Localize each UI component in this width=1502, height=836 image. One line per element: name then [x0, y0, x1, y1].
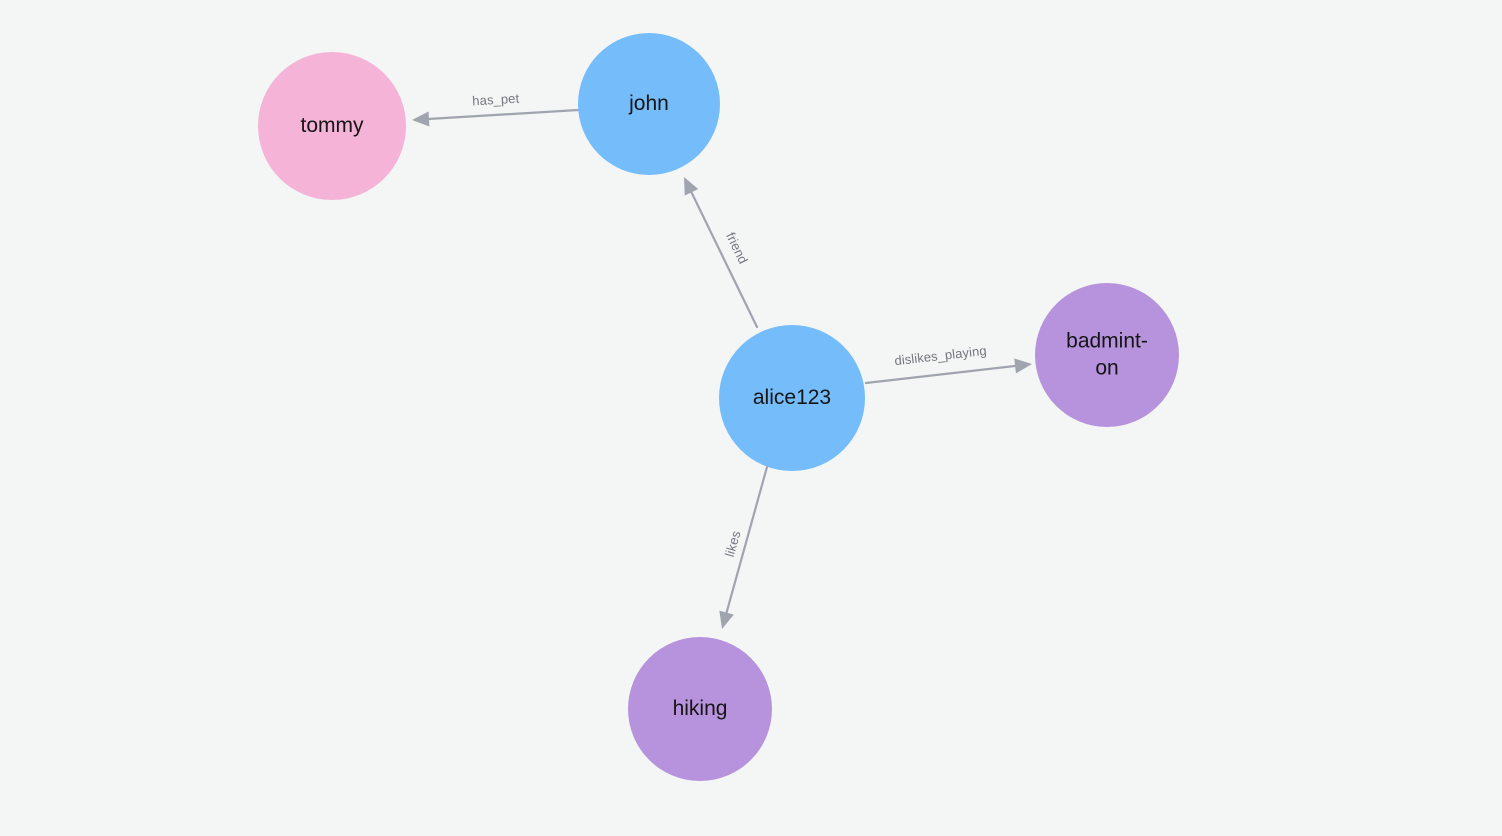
edge-line	[724, 465, 769, 619]
node-circle[interactable]	[578, 33, 720, 175]
edge-label: friend	[723, 230, 751, 266]
node-circle[interactable]	[1035, 283, 1179, 427]
edge-arrowhead	[684, 177, 699, 196]
edge-arrowhead	[412, 111, 430, 127]
edge-arrowhead	[719, 610, 734, 629]
edge-line	[864, 364, 1022, 385]
graph-edge[interactable]	[684, 177, 759, 329]
graph-edge[interactable]	[864, 358, 1032, 385]
graph-edge[interactable]	[412, 108, 580, 127]
graph-node-john[interactable]: john	[578, 33, 720, 175]
graph-node-hiking[interactable]: hiking	[628, 637, 772, 781]
node-circle[interactable]	[628, 637, 772, 781]
edges-layer	[412, 108, 1032, 629]
edge-label: likes	[722, 529, 744, 559]
graph-node-alice123[interactable]: alice123	[719, 325, 865, 471]
edge-line	[422, 108, 580, 121]
graph-node-tommy[interactable]: tommy	[258, 52, 406, 200]
edge-line	[688, 186, 759, 329]
edge-label: has_pet	[472, 91, 520, 109]
node-circle[interactable]	[719, 325, 865, 471]
nodes-layer: tommy john alice123 badmint-on hiking	[258, 33, 1179, 781]
graph-node-badminton[interactable]: badmint-on	[1035, 283, 1179, 427]
graph-edge[interactable]	[719, 465, 769, 629]
edge-label: dislikes_playing	[894, 343, 988, 368]
edge-arrowhead	[1014, 358, 1032, 374]
node-circle[interactable]	[258, 52, 406, 200]
